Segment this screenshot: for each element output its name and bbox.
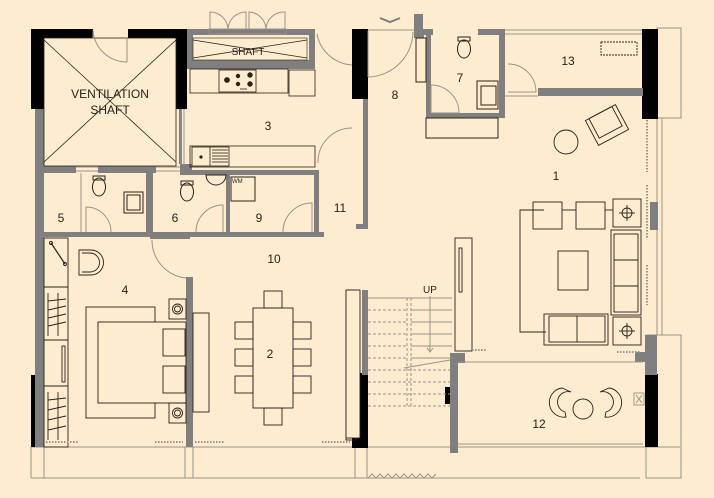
bathroom-fixtures [92, 36, 499, 214]
kitchen [189, 68, 316, 168]
hob-icon [218, 69, 257, 93]
door-swing-icon [367, 31, 414, 78]
table-lamp-icon [612, 316, 642, 346]
door-swing-icon [208, 11, 287, 35]
wash-basin-icon [123, 191, 144, 214]
door-swings [80, 31, 538, 279]
room-label-5: 5 [58, 211, 65, 225]
bedroom-furniture [43, 237, 210, 448]
room-label-9: 9 [256, 211, 263, 225]
break-line [367, 473, 437, 479]
room-label-11: 11 [334, 201, 347, 215]
toilet-icon [92, 177, 106, 197]
staircase-icon [368, 296, 452, 407]
door-swing-icon [151, 239, 187, 279]
toilet-icon [457, 39, 471, 59]
wash-basin-icon [205, 174, 227, 186]
armchair-icon [548, 387, 572, 418]
room-label-7: 7 [457, 71, 464, 85]
room-label-10: 10 [267, 252, 281, 266]
stair-direction-label: UP [423, 285, 437, 296]
hanger-lines [47, 293, 67, 440]
washing-machine-icon [230, 176, 256, 202]
door-swing-icon [92, 29, 128, 63]
bench-icon [600, 41, 638, 56]
round-side-table-icon [572, 398, 594, 420]
shaft-label: SHAFT [232, 47, 265, 58]
room-label-8: 8 [392, 88, 399, 102]
wardrobe-icon [43, 237, 69, 448]
ventilation-shaft-label-1: VENTILATION [71, 87, 149, 101]
living-room-furniture [519, 41, 642, 346]
armchair-icon [584, 104, 630, 146]
ventilation-shaft-label-2: SHAFT [90, 103, 130, 117]
door-swing-icon [195, 204, 224, 233]
door-swing-icon [316, 33, 353, 66]
partition-walls [35, 14, 658, 453]
balcony-furniture [458, 361, 645, 445]
wash-basin-icon [476, 80, 499, 110]
curtain-icon [46, 120, 648, 443]
toilet-icon [180, 182, 194, 202]
door-swing-icon [85, 206, 112, 233]
sofa-icon [543, 313, 609, 346]
room-label-13: 13 [561, 54, 575, 68]
kitchen-shaft: SHAFT [192, 11, 308, 61]
coffee-table-icon [557, 250, 589, 291]
room-label-2: 2 [267, 347, 274, 361]
table-lamp-icon [612, 198, 642, 228]
room-label-1: 1 [553, 169, 560, 183]
door-swing-icon [507, 63, 537, 93]
room-label-4: 4 [122, 283, 129, 297]
bedside-lamp-icon [168, 298, 187, 320]
dining-table-icon [234, 290, 312, 426]
armchair-icon [78, 249, 104, 276]
stair-rail [345, 237, 473, 439]
ventilation-shaft: VENTILATION SHAFT [43, 29, 177, 167]
kitchen-sink-icon [191, 146, 230, 167]
bedside-lamp-icon [168, 402, 187, 424]
entrance-marker-icon [379, 17, 401, 24]
washing-machine-label: WM [232, 179, 243, 185]
window-lines [76, 109, 185, 172]
room-label-6: 6 [172, 211, 179, 225]
room-label-3: 3 [265, 119, 272, 133]
round-side-table-icon [553, 129, 579, 155]
door-swing-icon [282, 202, 313, 233]
armchair-icon [599, 387, 623, 418]
sofa-icon [610, 229, 642, 316]
room-labels: 1 5 6 7 8 9 10 11 12 13 [58, 54, 575, 431]
door-swing-icon [317, 127, 353, 164]
door-swing-icon [430, 84, 460, 114]
room-label-12: 12 [532, 417, 546, 431]
